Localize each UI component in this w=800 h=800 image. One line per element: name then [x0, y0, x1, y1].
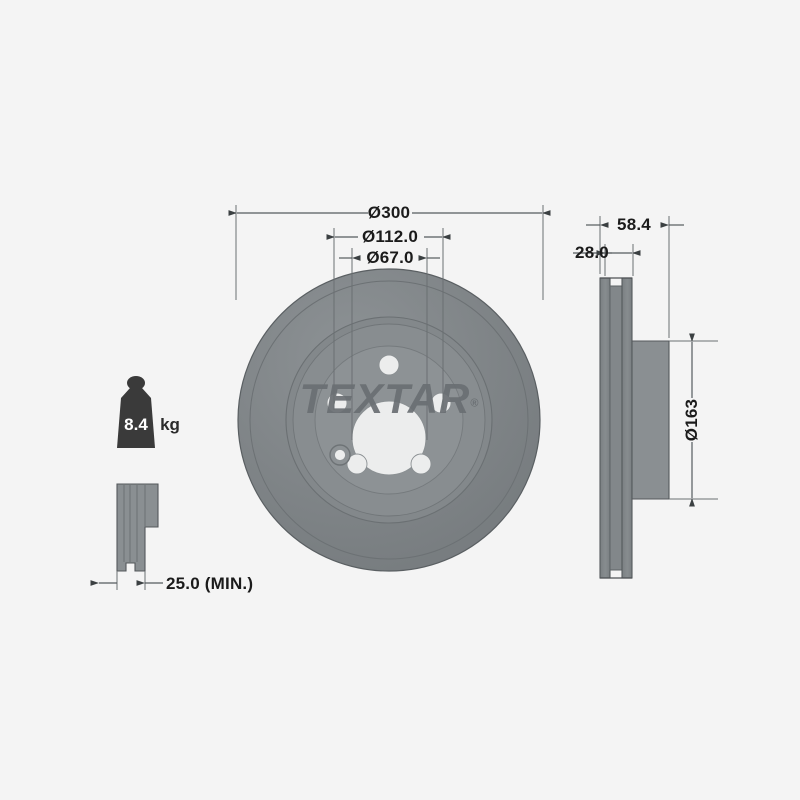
- guide-pin-hole: [334, 449, 346, 461]
- bolt-hole: [430, 392, 452, 414]
- hub-bell-body: [631, 340, 670, 500]
- dimension-outer-diameter: [228, 205, 551, 300]
- outboard-friction-ring: [599, 277, 611, 579]
- weight-icon-body: [117, 388, 155, 448]
- guide-pin-counterbore: [329, 444, 351, 466]
- label-centre-bore-diameter: Ø67.0: [366, 248, 414, 267]
- bolt-hole: [326, 392, 348, 414]
- weight-icon: [117, 376, 155, 448]
- dimension-centre-bore: [339, 248, 440, 440]
- disc-section-view: [599, 277, 670, 579]
- label-overall-height: 58.4: [617, 215, 651, 234]
- dimension-bolt-circle: [326, 228, 451, 410]
- weight-icon-handle: [127, 376, 145, 390]
- label-bolt-circle-diameter: Ø112.0: [361, 227, 419, 246]
- dimension-disc-thickness: [573, 244, 641, 276]
- weight-value: 8.4: [124, 415, 148, 434]
- label-minimum-thickness: 25.0 (MIN.): [166, 574, 254, 593]
- inboard-friction-ring: [621, 277, 633, 579]
- minimum-thickness-detail-view: [90, 483, 163, 590]
- bolt-hole: [378, 354, 400, 376]
- dimension-overall-height: [586, 216, 684, 338]
- bolt-hole: [346, 453, 368, 475]
- dimension-hub-diameter: [669, 333, 718, 507]
- label-outer-diameter: Ø300: [367, 203, 411, 222]
- bolt-hole: [410, 453, 432, 475]
- disc-face-view: [237, 268, 541, 572]
- disc-friction-ring-inner: [249, 280, 529, 560]
- vent-channel: [609, 285, 623, 571]
- label-hub-diameter: Ø163: [682, 398, 701, 442]
- label-disc-thickness: 28.0: [575, 243, 609, 262]
- weight-unit: kg: [160, 415, 180, 434]
